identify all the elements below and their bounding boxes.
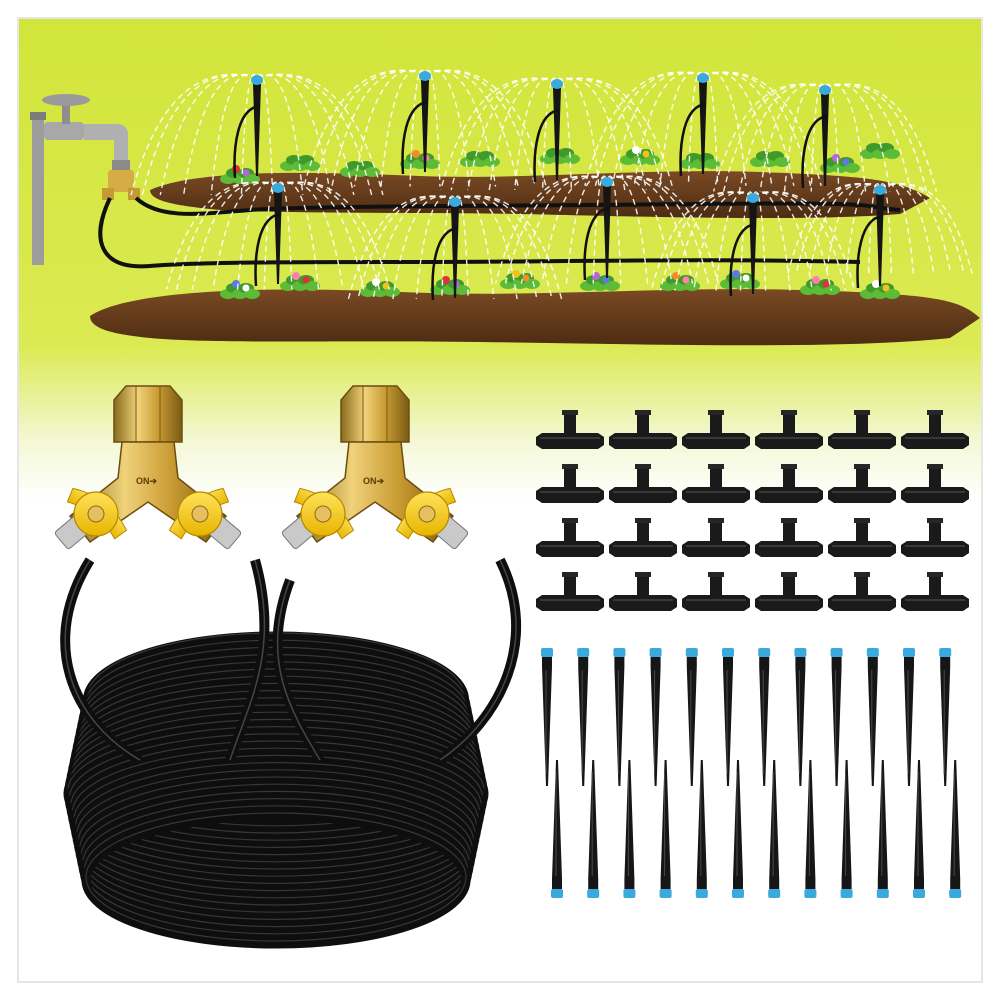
water-spray — [165, 181, 391, 290]
drip-stake-icon — [866, 648, 879, 786]
plant — [340, 161, 380, 177]
water-spray — [650, 191, 856, 291]
water-spray — [494, 175, 720, 284]
tee-connector-icon — [682, 410, 750, 449]
tee-connector-icon — [828, 410, 896, 449]
plant — [220, 165, 260, 184]
drip-stake-icon — [583, 177, 613, 281]
drip-stake-icon — [587, 760, 600, 898]
drip-stake-icon — [695, 760, 708, 898]
drip-stake-icon — [949, 760, 962, 898]
drip-stake-icon — [623, 760, 636, 898]
tee-connector-icon — [828, 572, 896, 611]
splitter-valve-icon: ON➔ — [281, 385, 469, 549]
water-spray — [347, 195, 563, 300]
valve-on-label: ON➔ — [136, 476, 158, 486]
drip-stake-icon — [577, 648, 590, 786]
drip-stake-icon — [913, 760, 925, 898]
drip-stake-icon — [551, 760, 563, 898]
drip-stake-icon — [541, 648, 553, 786]
drip-stake-icon — [729, 193, 759, 297]
valve-handle-icon — [66, 487, 128, 540]
tee-connector-icon — [828, 464, 896, 503]
drip-stake-icon — [254, 183, 284, 287]
drip-stake-icon — [939, 648, 952, 786]
plant — [860, 280, 900, 299]
tee-connector-icon — [901, 572, 969, 611]
plant — [860, 143, 900, 159]
drip-stake-icon — [794, 648, 807, 786]
tee-connector-icon — [901, 464, 969, 503]
drip-stake-icon — [685, 648, 698, 786]
drip-stake-icon — [649, 648, 662, 786]
drip-stake-icon — [533, 79, 563, 183]
garden-scene — [30, 69, 980, 346]
drip-stake-icon — [613, 648, 626, 786]
drip-stake-icon — [876, 760, 889, 898]
tee-connector-icon — [682, 518, 750, 557]
tee-connector-icon — [682, 572, 750, 611]
feeder-tube — [98, 197, 861, 269]
valve-handle-icon — [395, 487, 457, 540]
drip-stake-icon — [856, 185, 886, 289]
tee-connector-icon — [682, 464, 750, 503]
soil-bed-front — [90, 289, 980, 346]
drip-stake-icon — [401, 71, 431, 175]
tee-connector-icon — [609, 572, 677, 611]
drip-stake-icon — [768, 760, 781, 898]
plant — [580, 272, 620, 291]
tee-connector-icon — [755, 464, 823, 503]
drip-stake-icon — [732, 760, 744, 898]
drip-stake-icon — [233, 75, 263, 179]
tee-connector-icon — [755, 410, 823, 449]
valve-handle-icon — [293, 487, 355, 540]
valve-on-label: ON➔ — [363, 476, 385, 486]
drip-stake-icon — [801, 85, 831, 189]
drip-stake-icon — [830, 648, 843, 786]
tee-connector-icon — [609, 410, 677, 449]
tee-connector-icon — [536, 518, 604, 557]
water-spray — [130, 73, 384, 196]
water-spray — [712, 83, 938, 192]
drip-stake-icon — [804, 760, 817, 898]
drip-stake-icon — [659, 760, 672, 898]
tee-connector-icon — [609, 518, 677, 557]
water-spray — [787, 182, 973, 274]
drip-stake-icon — [431, 197, 461, 301]
drip-stake-icon — [758, 648, 771, 786]
valve-handle-icon — [168, 487, 230, 540]
drip-stake-icon — [722, 648, 734, 786]
plant — [750, 151, 790, 167]
tee-connector-icon — [901, 410, 969, 449]
tee-connector-icon — [828, 518, 896, 557]
plant — [500, 270, 540, 289]
drip-stake-icon — [679, 73, 709, 177]
water-spray — [584, 71, 822, 186]
tee-connector-icon — [536, 464, 604, 503]
drip-stake-icon — [840, 760, 853, 898]
plant — [620, 146, 660, 165]
water-spray — [303, 69, 547, 187]
tubing-coil-icon — [60, 557, 521, 949]
feeder-tube — [134, 196, 901, 216]
tee-connector-icon — [901, 518, 969, 557]
tee-connector-icon — [536, 572, 604, 611]
tee-connector-icon — [755, 572, 823, 611]
tee-connector-icon — [609, 464, 677, 503]
faucet-icon — [30, 94, 130, 265]
plant — [360, 278, 400, 297]
tee-connector-icon — [755, 518, 823, 557]
splitter-valve-icon: ON➔ — [54, 385, 242, 549]
plant — [280, 272, 320, 291]
drip-stake-icon — [903, 648, 915, 786]
tee-connector-icon — [536, 410, 604, 449]
plant — [800, 276, 840, 295]
